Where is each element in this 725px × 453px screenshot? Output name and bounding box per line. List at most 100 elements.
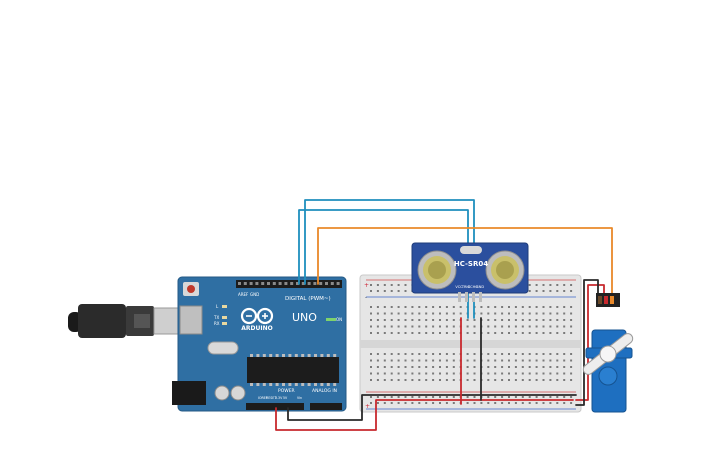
digital-pin[interactable]	[255, 282, 259, 285]
breadboard-hole[interactable]	[494, 332, 497, 334]
breadboard-hole[interactable]	[549, 402, 552, 404]
breadboard-hole[interactable]	[466, 402, 469, 404]
breadboard-hole[interactable]	[528, 359, 531, 362]
breadboard-hole[interactable]	[425, 312, 428, 315]
breadboard-hole[interactable]	[383, 359, 386, 362]
breadboard-hole[interactable]	[439, 325, 441, 328]
breadboard-hole[interactable]	[466, 325, 469, 328]
breadboard-hole[interactable]	[528, 312, 531, 315]
digital-pin[interactable]	[301, 282, 305, 285]
breadboard-hole[interactable]	[370, 379, 372, 381]
breadboard-hole[interactable]	[535, 284, 538, 286]
breadboard-hole[interactable]	[439, 379, 441, 381]
breadboard-hole[interactable]	[480, 306, 483, 308]
breadboard-hole[interactable]	[556, 396, 559, 398]
breadboard-hole[interactable]	[425, 379, 428, 381]
breadboard-hole[interactable]	[508, 396, 510, 398]
breadboard-hole[interactable]	[383, 312, 386, 315]
breadboard-hole[interactable]	[535, 396, 538, 398]
breadboard-hole[interactable]	[390, 319, 393, 321]
breadboard-hole[interactable]	[411, 332, 414, 334]
breadboard-hole[interactable]	[487, 319, 490, 321]
breadboard-hole[interactable]	[425, 372, 428, 375]
breadboard-hole[interactable]	[432, 332, 435, 334]
breadboard[interactable]: + + -	[359, 274, 582, 413]
breadboard-hole[interactable]	[404, 332, 407, 334]
breadboard-hole[interactable]	[508, 366, 510, 368]
breadboard-hole[interactable]	[452, 402, 455, 404]
breadboard-hole[interactable]	[535, 379, 538, 381]
breadboard-hole[interactable]	[390, 284, 393, 286]
breadboard-hole[interactable]	[404, 306, 407, 308]
breadboard-hole[interactable]	[397, 366, 400, 368]
breadboard-hole[interactable]	[549, 366, 552, 368]
breadboard-hole[interactable]	[535, 312, 538, 315]
breadboard-hole[interactable]	[411, 372, 414, 375]
breadboard-hole[interactable]	[445, 332, 448, 334]
breadboard-hole[interactable]	[390, 353, 393, 355]
breadboard-hole[interactable]	[528, 366, 531, 368]
breadboard-hole[interactable]	[521, 332, 524, 334]
breadboard-hole[interactable]	[501, 402, 504, 404]
breadboard-hole[interactable]	[556, 353, 559, 355]
breadboard-hole[interactable]	[418, 353, 421, 355]
breadboard-hole[interactable]	[452, 396, 455, 398]
breadboard-hole[interactable]	[473, 372, 476, 375]
breadboard-hole[interactable]	[397, 332, 400, 334]
breadboard-hole[interactable]	[432, 312, 435, 315]
breadboard-hole[interactable]	[452, 306, 455, 308]
digital-pin[interactable]	[313, 282, 317, 285]
breadboard-hole[interactable]	[549, 312, 552, 315]
breadboard-hole[interactable]	[508, 319, 510, 321]
breadboard-hole[interactable]	[521, 366, 524, 368]
breadboard-hole[interactable]	[425, 353, 428, 355]
breadboard-hole[interactable]	[535, 332, 538, 334]
breadboard-hole[interactable]	[542, 306, 545, 308]
digital-pin[interactable]	[238, 282, 241, 285]
breadboard-hole[interactable]	[521, 325, 524, 328]
digital-pin[interactable]	[290, 282, 294, 285]
digital-pin[interactable]	[307, 282, 311, 285]
breadboard-hole[interactable]	[501, 366, 504, 368]
breadboard-hole[interactable]	[542, 319, 545, 321]
breadboard-hole[interactable]	[404, 319, 407, 321]
breadboard-hole[interactable]	[390, 312, 393, 315]
breadboard-hole[interactable]	[418, 312, 421, 315]
breadboard-hole[interactable]	[535, 306, 538, 308]
breadboard-hole[interactable]	[397, 402, 400, 404]
breadboard-hole[interactable]	[376, 290, 379, 292]
breadboard-hole[interactable]	[514, 359, 517, 362]
breadboard-hole[interactable]	[535, 372, 538, 375]
breadboard-hole[interactable]	[514, 306, 517, 308]
breadboard-hole[interactable]	[535, 290, 538, 292]
breadboard-hole[interactable]	[514, 312, 517, 315]
breadboard-hole[interactable]	[508, 372, 510, 375]
breadboard-hole[interactable]	[528, 402, 531, 404]
breadboard-hole[interactable]	[563, 402, 566, 404]
breadboard-hole[interactable]	[494, 402, 497, 404]
breadboard-hole[interactable]	[432, 325, 435, 328]
breadboard-hole[interactable]	[570, 402, 573, 404]
breadboard-hole[interactable]	[383, 366, 386, 368]
breadboard-hole[interactable]	[487, 312, 490, 315]
breadboard-hole[interactable]	[487, 372, 490, 375]
breadboard-hole[interactable]	[370, 319, 372, 321]
breadboard-hole[interactable]	[370, 402, 372, 404]
sensor-pin[interactable]	[458, 292, 461, 302]
breadboard-hole[interactable]	[514, 332, 517, 334]
breadboard-hole[interactable]	[549, 284, 552, 286]
breadboard-hole[interactable]	[487, 402, 490, 404]
digital-pin[interactable]	[325, 282, 328, 285]
breadboard-hole[interactable]	[521, 306, 524, 308]
breadboard-hole[interactable]	[390, 402, 393, 404]
breadboard-hole[interactable]	[383, 325, 386, 328]
breadboard-hole[interactable]	[439, 332, 441, 334]
breadboard-hole[interactable]	[549, 325, 552, 328]
breadboard-hole[interactable]	[514, 372, 517, 375]
breadboard-hole[interactable]	[418, 332, 421, 334]
breadboard-hole[interactable]	[425, 332, 428, 334]
breadboard-hole[interactable]	[404, 353, 407, 355]
breadboard-hole[interactable]	[549, 359, 552, 362]
breadboard-hole[interactable]	[501, 396, 504, 398]
